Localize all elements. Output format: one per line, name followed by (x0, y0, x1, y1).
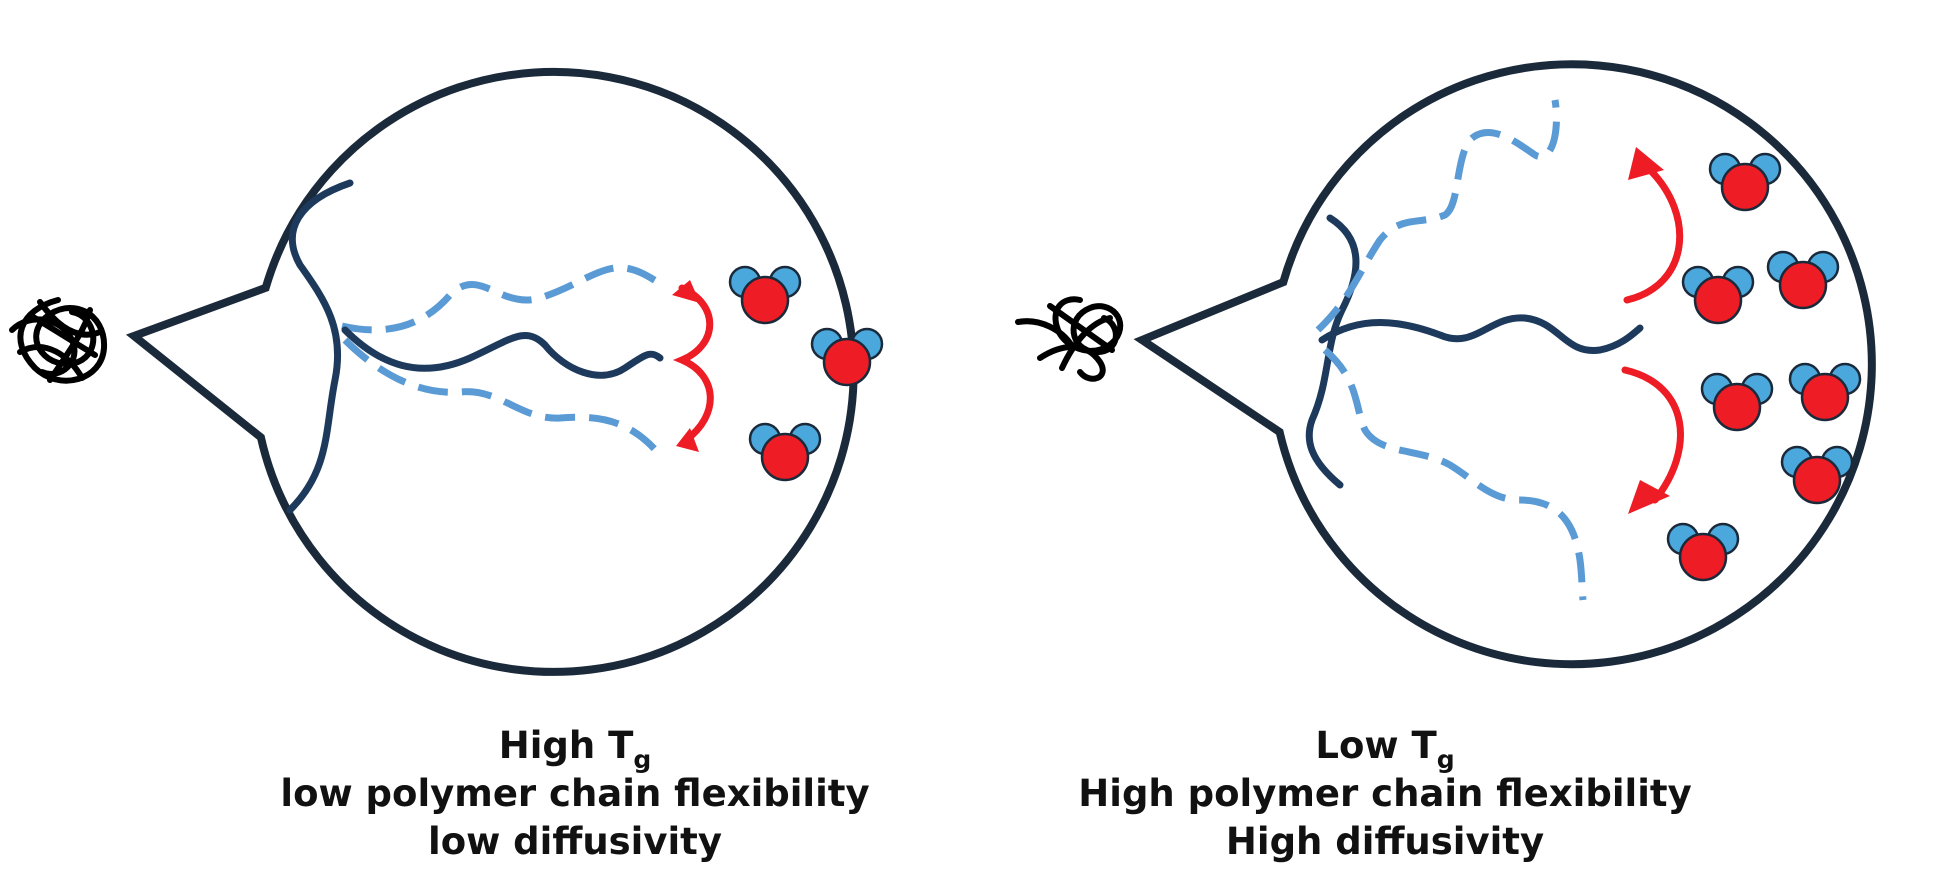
right-red-motion-arrows-icon (1621, 147, 1684, 514)
left-polymer-tangle-icon (9, 297, 108, 384)
left-tg-label: High Tg (498, 724, 652, 774)
water-molecule-icon (1788, 362, 1862, 422)
left-red-motion-arrows-icon (672, 280, 714, 452)
left-dashed-chain-lower (342, 337, 663, 458)
right-flexibility-label: High polymer chain flexibility (1078, 772, 1692, 815)
water-molecule-icon (748, 422, 822, 482)
left-vertical-chain (286, 179, 354, 514)
water-molecule-icon (728, 265, 802, 325)
water-molecule-icon (1700, 372, 1774, 432)
right-tg-label: Low Tg (1315, 724, 1455, 774)
right-solid-chain (1318, 314, 1644, 354)
right-dashed-chain-lower (1322, 347, 1587, 601)
right-dashed-chain-upper (1315, 99, 1560, 333)
left-magnified-view-bubble (125, 67, 858, 676)
left-diffusivity-label: low diffusivity (428, 820, 722, 863)
right-magnified-view-bubble (1133, 60, 1876, 669)
left-solid-chain (341, 326, 664, 379)
water-molecule-icon (1708, 152, 1782, 212)
water-molecule-icon (1766, 250, 1840, 310)
right-polymer-tangle-icon (1015, 296, 1124, 382)
right-caption: Low Tg High polymer chain flexibility Hi… (1005, 722, 1765, 866)
left-caption: High Tg low polymer chain flexibility lo… (195, 722, 955, 866)
right-vertical-chain (1305, 214, 1360, 489)
water-molecule-icon (810, 327, 884, 387)
water-molecule-icon (1681, 265, 1755, 325)
left-dashed-chain-upper (341, 264, 662, 334)
left-water-molecules (728, 265, 884, 482)
left-panel (9, 67, 884, 676)
right-panel (1015, 60, 1876, 669)
water-molecule-icon (1666, 522, 1740, 582)
right-diffusivity-label: High diffusivity (1225, 820, 1545, 863)
left-flexibility-label: low polymer chain flexibility (280, 772, 870, 815)
